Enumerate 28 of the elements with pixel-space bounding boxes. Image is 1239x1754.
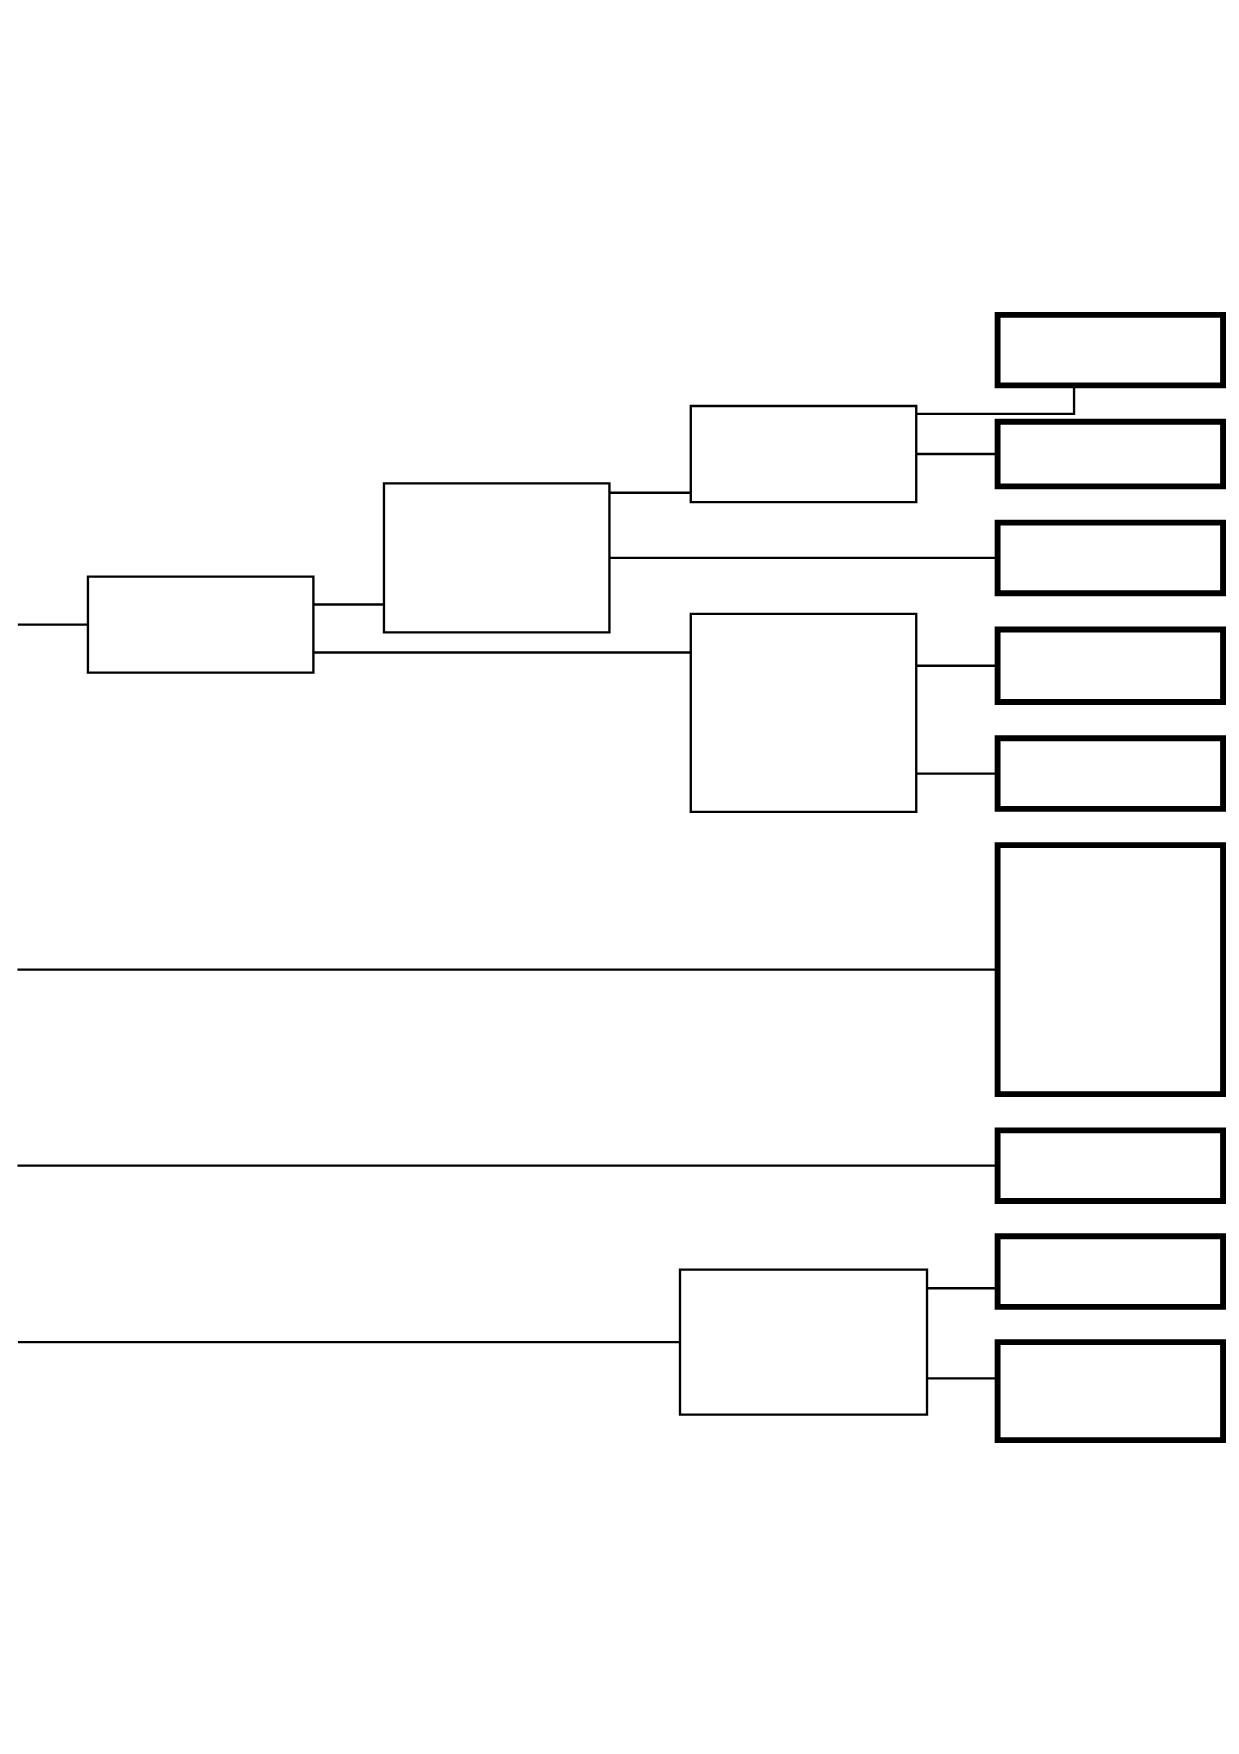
- node-box: [994, 1232, 1226, 1310]
- node-box: [994, 734, 1226, 812]
- connector: [17, 1340, 680, 1343]
- node-box: [994, 519, 1226, 596]
- node-box: [689, 404, 918, 503]
- node-box: [994, 1338, 1226, 1443]
- node-box: [382, 481, 611, 634]
- node-box: [994, 841, 1226, 1097]
- connector: [927, 1286, 998, 1289]
- node-box: [994, 311, 1226, 388]
- connector: [609, 556, 998, 559]
- node-box: [678, 1267, 929, 1416]
- node-box: [994, 626, 1226, 705]
- connector: [313, 602, 384, 606]
- connector: [610, 491, 691, 494]
- connector: [916, 385, 1076, 415]
- node-box: [689, 612, 918, 813]
- connector: [916, 664, 998, 667]
- connector: [916, 771, 998, 775]
- node-box: [994, 1126, 1226, 1204]
- connector: [314, 650, 691, 654]
- node-box: [994, 418, 1226, 489]
- connector: [17, 967, 998, 971]
- node-box: [86, 574, 315, 674]
- connector: [17, 1164, 998, 1167]
- connector: [927, 1376, 998, 1380]
- connector: [17, 622, 88, 626]
- connector: [916, 452, 998, 455]
